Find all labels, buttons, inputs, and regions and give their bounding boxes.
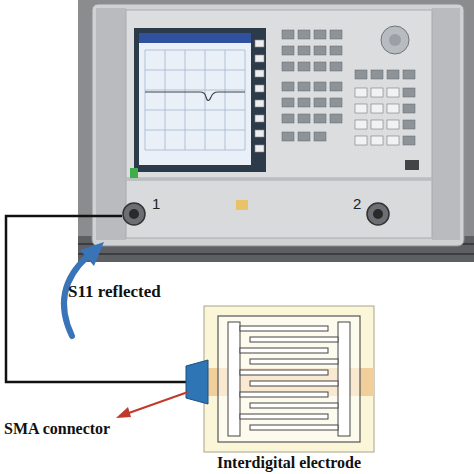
reflection-arrowhead [80, 242, 104, 266]
photo-background [78, 0, 474, 262]
screen-grid [145, 50, 245, 150]
cable [6, 216, 186, 382]
screen-trace [145, 92, 245, 101]
left-handle [96, 8, 126, 240]
screen-bezel [134, 28, 266, 172]
upper-panel [126, 10, 432, 178]
electrode-node: Interdigital electrode [196, 302, 382, 472]
port-1-connector [123, 203, 145, 225]
port-2-connector [367, 203, 389, 225]
electrode-substrate [204, 306, 374, 452]
screen-header [139, 33, 251, 43]
screen [139, 33, 251, 165]
indicator [236, 200, 248, 210]
callout-label: S11 reflected [68, 283, 161, 302]
sma-leader [126, 392, 188, 414]
power-button [130, 168, 138, 178]
right-handle [432, 8, 460, 240]
softkeys [255, 40, 264, 152]
sma-connector [186, 360, 208, 404]
rotary-knob-center [389, 34, 401, 46]
usb-port [405, 160, 419, 170]
electrode-outline [218, 316, 360, 442]
port-number: 2 [351, 196, 363, 213]
rotary-knob [381, 26, 409, 54]
callout-label: SMA connector [4, 420, 110, 438]
comb-fingers [228, 322, 350, 436]
port-panel [126, 180, 432, 238]
port-number: 1 [150, 196, 162, 213]
node-title: Interdigital electrode [215, 454, 363, 472]
sma-leader-head [116, 407, 131, 418]
analyzer-body [92, 4, 464, 246]
